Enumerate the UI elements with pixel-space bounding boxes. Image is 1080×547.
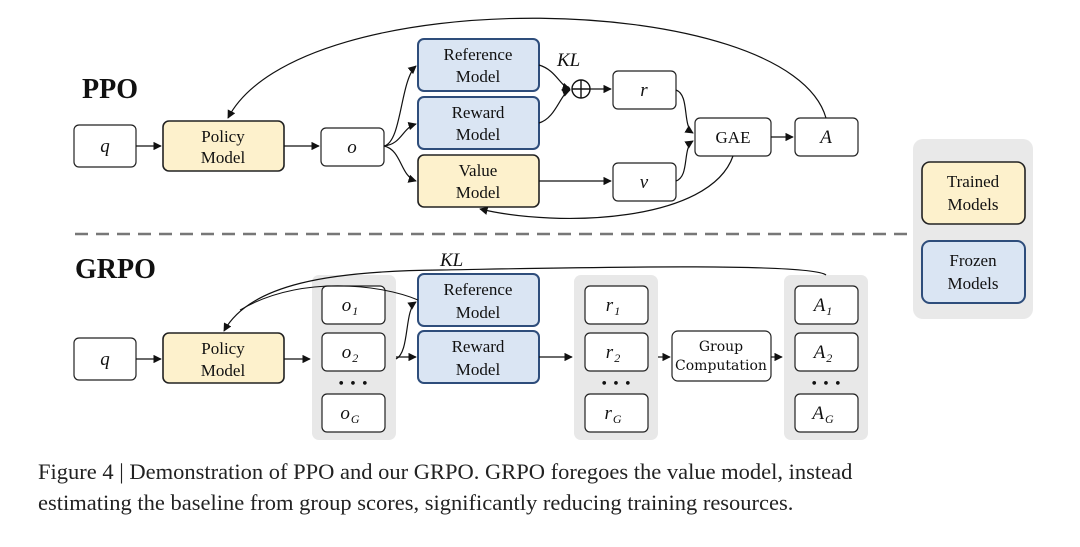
grpo-reward-box: r1 bbox=[584, 285, 649, 325]
ppo-policy-model: Policy Model bbox=[162, 120, 285, 172]
ppo-policy-label-1: Policy bbox=[201, 127, 245, 146]
ppo-v-box: v bbox=[612, 162, 677, 202]
grpo-outputs-ellipsis: • • • bbox=[337, 377, 368, 392]
ppo-r-label: r bbox=[640, 80, 648, 101]
grpo-kl-label: KL bbox=[439, 250, 463, 271]
grpo-advantage-value-1: A1 bbox=[812, 295, 833, 318]
ppo-a-label: A bbox=[818, 127, 832, 148]
ppo-reward-label-1: Reward bbox=[452, 103, 505, 122]
ppo-kl-label: KL bbox=[556, 50, 580, 71]
legend-frozen: Frozen Models bbox=[921, 240, 1026, 304]
ppo-reference-label-1: Reference bbox=[444, 45, 513, 64]
grpo-group-label-1: Group bbox=[699, 339, 743, 355]
legend-trained-label-1: Trained bbox=[947, 172, 1000, 191]
caption-line-1: Figure 4 | Demonstration of PPO and our … bbox=[38, 459, 853, 484]
grpo-output-label-2: o2 bbox=[342, 342, 359, 365]
grpo-output-label-g: oG bbox=[340, 403, 360, 426]
grpo-reward-model: Reward Model bbox=[417, 330, 540, 384]
ppo-value-label-1: Value bbox=[459, 161, 498, 180]
grpo-reward-box: r2 bbox=[584, 332, 649, 372]
grpo-reward-box: rG bbox=[584, 393, 649, 433]
ppo-reference-label-2: Model bbox=[456, 67, 501, 86]
legend: Trained Models Frozen Models bbox=[913, 139, 1033, 319]
grpo-advantage-box: A1 bbox=[794, 285, 859, 325]
grpo-advantage-box: AG bbox=[794, 393, 859, 433]
grpo-output-label-1: o1 bbox=[342, 295, 359, 318]
ppo-o-label: o bbox=[347, 137, 357, 158]
grpo-title: GRPO bbox=[75, 254, 156, 285]
grpo-reward-label-2: Model bbox=[456, 360, 501, 379]
ppo-reference-model: Reference Model bbox=[417, 38, 540, 92]
ppo-title: PPO bbox=[82, 74, 138, 105]
grpo-output-box: o1 bbox=[321, 285, 386, 325]
grpo-reward-value-g: rG bbox=[604, 403, 621, 426]
ppo-merge-dot bbox=[564, 86, 570, 92]
grpo-arrows bbox=[136, 266, 827, 364]
grpo-advantage-value-2: A2 bbox=[812, 342, 833, 365]
grpo-advantage-box: A2 bbox=[794, 332, 859, 372]
figure-caption: Figure 4 | Demonstration of PPO and our … bbox=[38, 456, 1078, 518]
grpo-output-box: o2 bbox=[321, 332, 386, 372]
grpo-reference-model: Reference Model bbox=[417, 273, 540, 327]
caption-line-2: estimating the baseline from group score… bbox=[38, 490, 794, 515]
ppo-arrows bbox=[136, 17, 827, 219]
grpo-q-box: q bbox=[73, 337, 137, 381]
ppo-a-box: A bbox=[794, 117, 859, 157]
grpo-group-computation: Group Computation bbox=[671, 330, 772, 382]
ppo-q-box: q bbox=[73, 124, 137, 168]
ppo-reward-label-2: Model bbox=[456, 125, 501, 144]
ppo-o-box: o bbox=[320, 127, 385, 167]
grpo-policy-label-2: Model bbox=[201, 361, 246, 380]
grpo-rewards-ellipsis: • • • bbox=[600, 377, 631, 392]
ppo-reward-model: Reward Model bbox=[417, 96, 540, 150]
ppo-value-model: Value Model bbox=[417, 154, 540, 208]
ppo-q-label: q bbox=[100, 136, 110, 157]
grpo-reference-label-2: Model bbox=[456, 303, 501, 322]
grpo-policy-label-1: Policy bbox=[201, 339, 245, 358]
ppo-gae-label: GAE bbox=[716, 128, 751, 147]
legend-frozen-label-2: Models bbox=[948, 274, 999, 293]
grpo-policy-model: Policy Model bbox=[162, 332, 285, 384]
grpo-q-label: q bbox=[100, 349, 110, 370]
legend-frozen-label-1: Frozen bbox=[949, 251, 997, 270]
grpo-group-label-2: Computation bbox=[675, 358, 767, 374]
grpo-reference-label-1: Reference bbox=[444, 280, 513, 299]
legend-trained: Trained Models bbox=[921, 161, 1026, 225]
grpo-output-box: oG bbox=[321, 393, 386, 433]
ppo-v-label: v bbox=[640, 172, 649, 193]
grpo-advantages-ellipsis: • • • bbox=[810, 377, 841, 392]
ppo-r-box: r bbox=[612, 70, 677, 110]
grpo-reward-value-2: r2 bbox=[606, 342, 620, 365]
grpo-reward-value-1: r1 bbox=[606, 295, 620, 318]
grpo-advantage-value-g: AG bbox=[810, 403, 834, 426]
ppo-plus-node bbox=[571, 79, 591, 99]
ppo-value-label-2: Model bbox=[456, 183, 501, 202]
grpo-reward-label-1: Reward bbox=[452, 337, 505, 356]
ppo-policy-label-2: Model bbox=[201, 148, 246, 167]
ppo-gae-box: GAE bbox=[694, 117, 772, 157]
legend-trained-label-2: Models bbox=[948, 195, 999, 214]
